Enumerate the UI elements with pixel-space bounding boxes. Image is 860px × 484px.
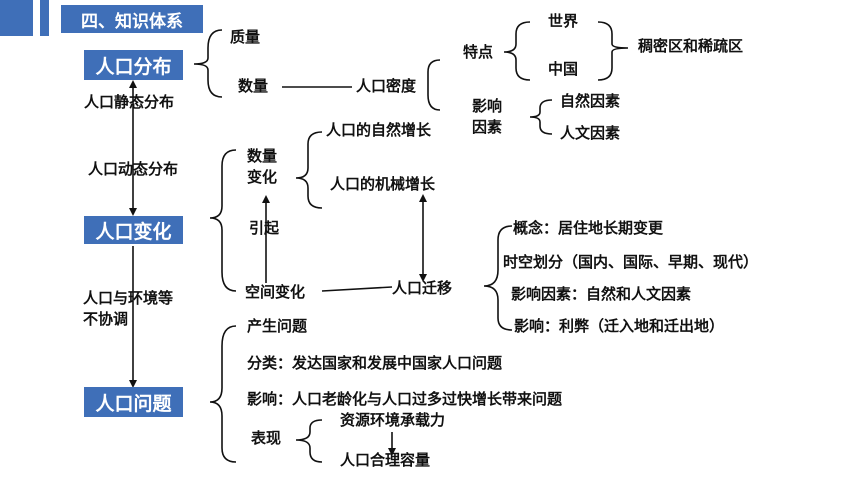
quality-label: 质量 [230,28,261,46]
spatial-change-label: 空间变化 [245,283,306,301]
static-distribution-label: 人口静态分布 [84,93,175,111]
influence-label-line1: 影响 [472,97,503,115]
dynamic-distribution-label: 人口动态分布 [88,160,179,178]
natural-growth-label: 人口的自然增长 [326,121,432,139]
problem-effect-label: 影响：人口老龄化与人口过多过快增长带来问题 [247,390,563,408]
quantity-label: 数量 [238,77,269,95]
section-title: 四、知识体系 [61,5,203,33]
china-label: 中国 [548,60,579,78]
population-change-box: 人口变化 [84,216,183,244]
quantity-change-line2: 变化 [247,168,278,186]
problem-origin-label: 产生问题 [247,317,308,335]
cause-label: 引起 [249,219,280,237]
influence-label-line2: 因素 [472,118,503,136]
features-label: 特点 [463,43,494,61]
migration-concept: 概念：居住地长期变更 [513,219,664,237]
migration-impact: 影响：利弊（迁入地和迁出地） [514,317,725,335]
population-distribution-box: 人口分布 [84,50,183,80]
reasonable-capacity-label: 人口合理容量 [340,451,431,469]
density-label: 人口密度 [356,77,417,95]
population-problems-box: 人口问题 [84,387,183,417]
header-accent-bar [0,0,33,36]
resource-capacity-label: 资源环境承载力 [340,411,446,429]
dense-sparse-label: 稠密区和稀疏区 [638,37,744,55]
human-factors-label: 人文因素 [560,124,621,142]
natural-factors-label: 自然因素 [560,92,621,110]
header-accent-stripe [40,0,49,36]
environment-label-line2: 不协调 [83,310,129,328]
environment-label-line1: 人口与环境等 [83,289,174,307]
problem-category-label: 分类：发达国家和发展中国家人口问题 [247,354,503,372]
manifestation-label: 表现 [251,429,282,447]
mechanical-growth-label: 人口的机械增长 [330,175,436,193]
world-label: 世界 [548,12,579,30]
migration-classification: 时空划分（国内、国际、早期、现代） [503,253,759,271]
quantity-change-line1: 数量 [247,147,278,165]
migration-factors: 影响因素：自然和人文因素 [511,285,692,303]
migration-label: 人口迁移 [392,279,453,297]
